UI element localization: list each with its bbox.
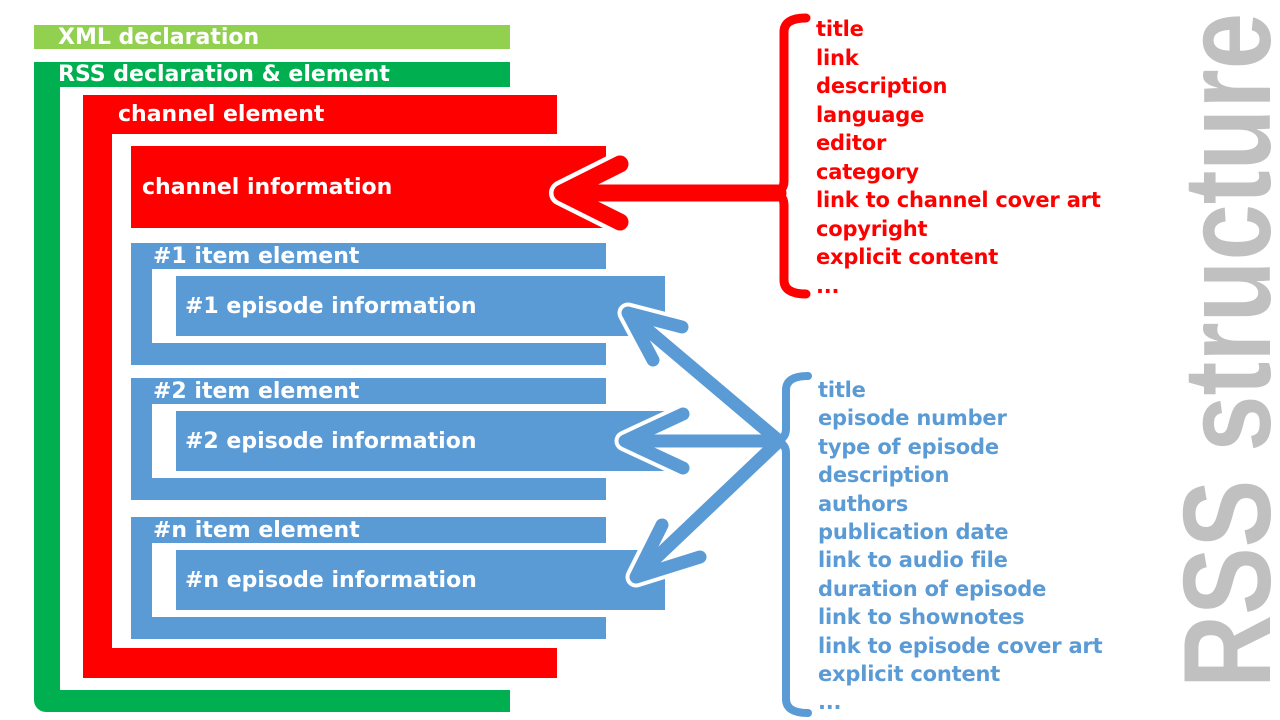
item-n-left-column <box>131 517 152 639</box>
item-n-header-bar: #n item element <box>131 517 606 543</box>
rss-frame-bottom-bar <box>46 690 510 712</box>
channel-fields-brace <box>765 13 811 299</box>
item-1-bottom-bar <box>131 343 606 365</box>
episode-fields-list: title episode number type of episode descri… <box>818 376 1103 717</box>
channel-frame-left-column <box>83 95 112 678</box>
field-item: language <box>816 102 925 127</box>
item-n-label: #n item element <box>153 517 360 543</box>
field-item: editor <box>816 131 887 155</box>
xml-declaration-label: XML declaration <box>58 24 260 50</box>
xml-declaration-bar: XML declaration <box>34 24 510 50</box>
channel-element-bar: channel element <box>83 95 557 134</box>
episode-2-label: #2 episode information <box>185 428 477 454</box>
item-1-header-bar: #1 item element <box>131 243 606 269</box>
item-2-bottom-bar <box>131 478 606 500</box>
field-item: type of episode <box>818 434 999 459</box>
field-item: category <box>816 159 919 184</box>
channel-element-label: channel element <box>118 102 325 127</box>
episode-n-label: #n episode information <box>185 567 477 593</box>
field-item: episode number <box>818 406 1007 431</box>
rss-declaration-label: RSS declaration & element <box>58 62 390 87</box>
item-1-label: #1 item element <box>153 243 360 269</box>
field-item: title <box>818 378 866 402</box>
item-element-block-1: #1 item element #1 episode information <box>131 243 665 365</box>
channel-information-label: channel information <box>142 174 393 200</box>
item-element-block-n: #n item element #n episode information <box>131 517 665 639</box>
item-2-left-column <box>131 378 152 500</box>
field-item: ... <box>818 690 842 715</box>
episode-information-box-n: #n episode information <box>176 550 665 610</box>
channel-frame-bottom-bar <box>83 648 557 678</box>
field-item: publication date <box>818 520 1009 545</box>
item-2-header-bar: #2 item element <box>131 378 606 404</box>
field-item: link <box>816 45 859 70</box>
item-n-bottom-bar <box>131 617 606 639</box>
field-item: duration of episode <box>818 576 1047 601</box>
watermark-vertical-text: RSS structure <box>1159 13 1280 688</box>
rss-declaration-bar: RSS declaration & element <box>34 62 510 87</box>
item-1-left-column <box>131 243 152 365</box>
item-2-label: #2 item element <box>153 378 360 404</box>
episode-information-box-2: #2 episode information <box>176 411 665 471</box>
field-item: explicit content <box>818 662 1001 687</box>
rss-frame-left-column <box>34 62 60 712</box>
field-item: title <box>816 17 864 41</box>
field-item: description <box>816 74 948 98</box>
channel-information-box: channel information <box>131 146 606 228</box>
field-item: link to channel cover art <box>816 188 1101 212</box>
episode-1-label: #1 episode information <box>185 293 477 319</box>
field-item: description <box>818 463 950 488</box>
field-item: explicit content <box>816 245 999 269</box>
field-item: link to episode cover art <box>818 633 1103 658</box>
field-item: authors <box>818 491 908 516</box>
channel-fields-list: title link description language editor catego… <box>816 15 1101 300</box>
field-item: link to shownotes <box>818 605 1025 630</box>
item-element-block-2: #2 item element #2 episode information <box>131 378 665 500</box>
episode-information-box-1: #1 episode information <box>176 276 665 336</box>
field-item: ... <box>816 273 840 298</box>
episode-fields-brace <box>767 372 812 717</box>
field-item: copyright <box>816 216 928 241</box>
field-item: link to audio file <box>818 548 1008 573</box>
